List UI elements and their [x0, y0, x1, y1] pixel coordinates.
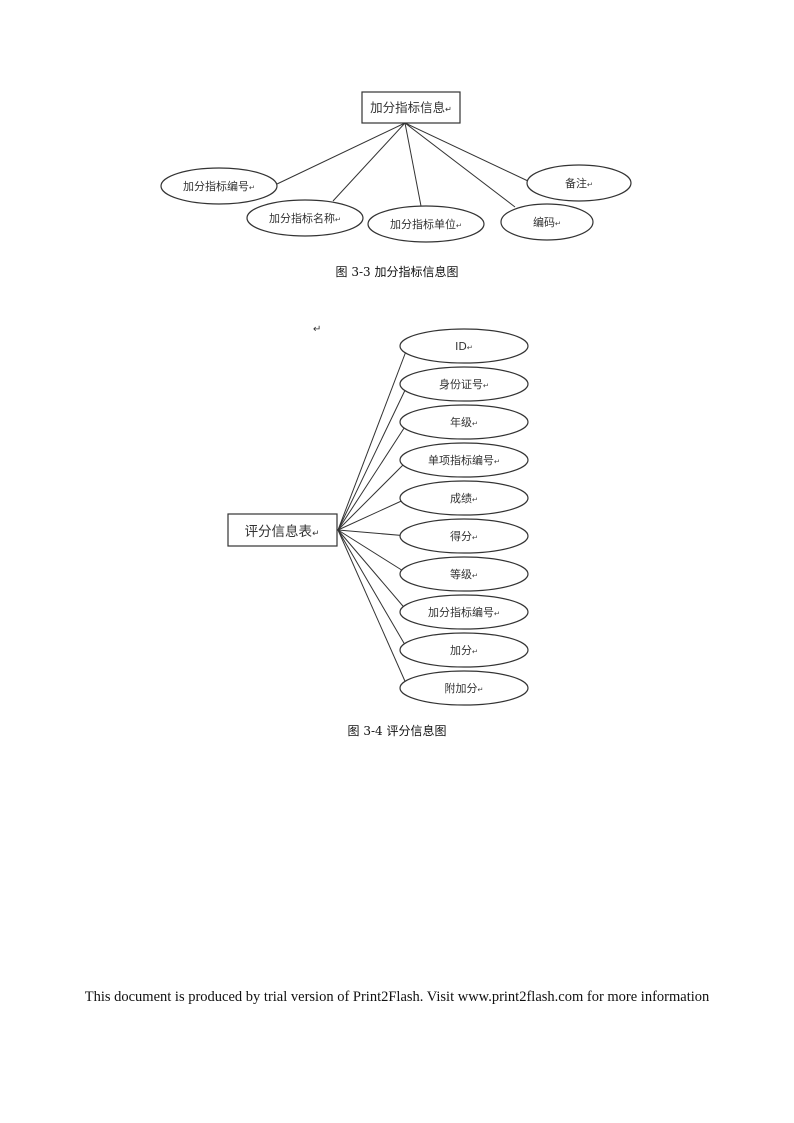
diagram-3-4: 评分信息表↵ ID↵ 身份证号↵ 年级↵ 单项指标编号↵ 成绩↵ 得分↵ 等级↵ 加分指标编号↵…: [227, 328, 529, 706]
attribute-label: 加分指标编号↵: [183, 179, 255, 193]
attribute-label: 身份证号↵: [439, 377, 489, 391]
entity-label: 加分指标信息↵: [370, 100, 452, 115]
attribute-ellipse: [367, 205, 485, 243]
attribute-label: 编码↵: [533, 215, 561, 229]
attribute-ellipse: [399, 404, 529, 440]
attribute-ellipse: [399, 518, 529, 554]
connector-line: [332, 122, 406, 202]
caption-3-4: 图 3-4 评分信息图: [348, 723, 447, 738]
attribute-label: 加分指标名称↵: [269, 211, 341, 225]
attribute-ellipse: [399, 480, 529, 516]
connector-line: [337, 529, 409, 689]
caption-3-3: 图 3-3 加分指标信息图: [336, 264, 459, 279]
attribute-ellipse: [500, 203, 594, 241]
attribute-ellipse: [399, 670, 529, 706]
connector-line: [404, 122, 422, 207]
entity-label: 评分信息表↵: [245, 523, 320, 540]
diagram-3-3: 加分指标信息↵ 加分指标编号↵ 加分指标名称↵ 加分指标单位↵ 编码↵ 备注↵: [160, 91, 632, 243]
connector-line: [337, 529, 409, 613]
attribute-label: 加分指标编号↵: [428, 605, 500, 619]
attribute-label: 单项指标编号↵: [428, 453, 500, 467]
attribute-ellipse: [399, 632, 529, 668]
connector-line: [337, 529, 409, 651]
connector-line: [337, 421, 409, 531]
attribute-ellipse: [399, 594, 529, 630]
attribute-label: 附加分↵: [445, 681, 484, 695]
connector-line: [337, 345, 409, 531]
connector-line: [337, 497, 409, 531]
connector-line: [337, 459, 409, 531]
attribute-ellipse: [246, 199, 364, 237]
attribute-label: 加分指标单位↵: [390, 217, 462, 231]
trial-footer: This document is produced by trial versi…: [84, 989, 710, 1005]
connector-line: [404, 122, 529, 182]
attribute-label: 备注↵: [565, 176, 593, 190]
attribute-ellipse: [399, 328, 529, 364]
attribute-ellipse: [399, 556, 529, 592]
connector-line: [276, 122, 406, 185]
paragraph-mark: ↵: [313, 324, 321, 335]
attribute-label: 年级↵: [450, 415, 478, 429]
attribute-label: 加分↵: [450, 644, 478, 657]
connector-line: [404, 122, 516, 208]
attribute-ellipse: [160, 167, 278, 205]
attribute-label: 成绩↵: [450, 492, 478, 505]
attribute-ellipse: [399, 442, 529, 478]
attribute-label: 得分↵: [450, 530, 478, 543]
connector-line: [337, 529, 409, 537]
attribute-ellipse: [526, 164, 632, 202]
connector-line: [337, 383, 409, 531]
entity-box: [361, 91, 461, 124]
attribute-label: 等级↵: [450, 567, 478, 581]
attribute-ellipse: [399, 366, 529, 402]
connector-line: [337, 529, 409, 575]
entity-box: [227, 513, 338, 547]
attribute-label: ID↵: [455, 340, 473, 353]
